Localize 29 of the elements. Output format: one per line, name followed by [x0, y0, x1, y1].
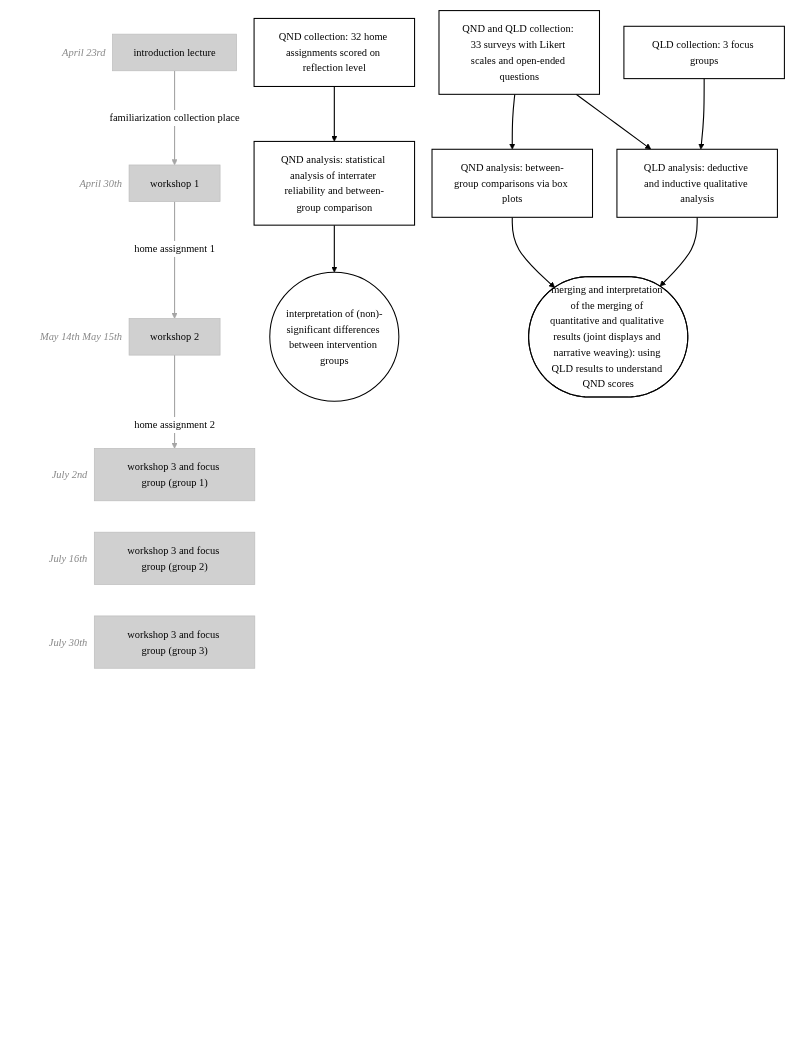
node-box: QLD analysis: deductive and inductive qualitative analysis: [616, 148, 778, 218]
arrow: [509, 93, 516, 150]
node-box: QND analysis: between-group comparisons via box plots: [431, 148, 594, 218]
date-label: May 14th May 15th: [39, 331, 123, 343]
arrow: [575, 93, 652, 150]
arrow: [331, 85, 338, 142]
node-box: workshop 3 and focus group (group 3): [93, 615, 256, 669]
node-box: introduction lecture: [112, 33, 237, 72]
arrow: [511, 216, 556, 289]
date-label: July 2nd: [51, 469, 88, 481]
arrow: [659, 216, 698, 287]
node-box: QLD collection: 3 focus groups: [623, 25, 785, 80]
node-circle: interpretation of (non)-significant differences between intervention groups: [269, 271, 400, 402]
node-box: workshop 3 and focus group (group 2): [93, 531, 256, 585]
date-label: April 23rd: [62, 46, 106, 58]
arrow: [331, 224, 338, 273]
node-box: workshop 1: [128, 164, 221, 202]
edge-label: home assignment 2: [134, 419, 215, 431]
date-label: April 30th: [79, 177, 123, 189]
edge-label: familiarization collection place: [109, 112, 240, 124]
arrow: [698, 78, 705, 150]
date-label: July 16th: [48, 552, 88, 564]
node-box: QND and QLD collection: 33 surveys with Likert scales and open-ended questions: [438, 10, 600, 95]
edge-label: home assignment 1: [134, 242, 215, 255]
node-box: workshop 3 and focus group (group 1): [93, 448, 256, 502]
node-box: workshop 2: [128, 318, 221, 356]
date-label: July 30th: [48, 636, 88, 648]
node-box: QND analysis: statistical analysis of interrater reliability and between-group comparison: [253, 140, 416, 226]
node-box: QND collection: 32 home assignments scored on reflection level: [253, 17, 416, 87]
